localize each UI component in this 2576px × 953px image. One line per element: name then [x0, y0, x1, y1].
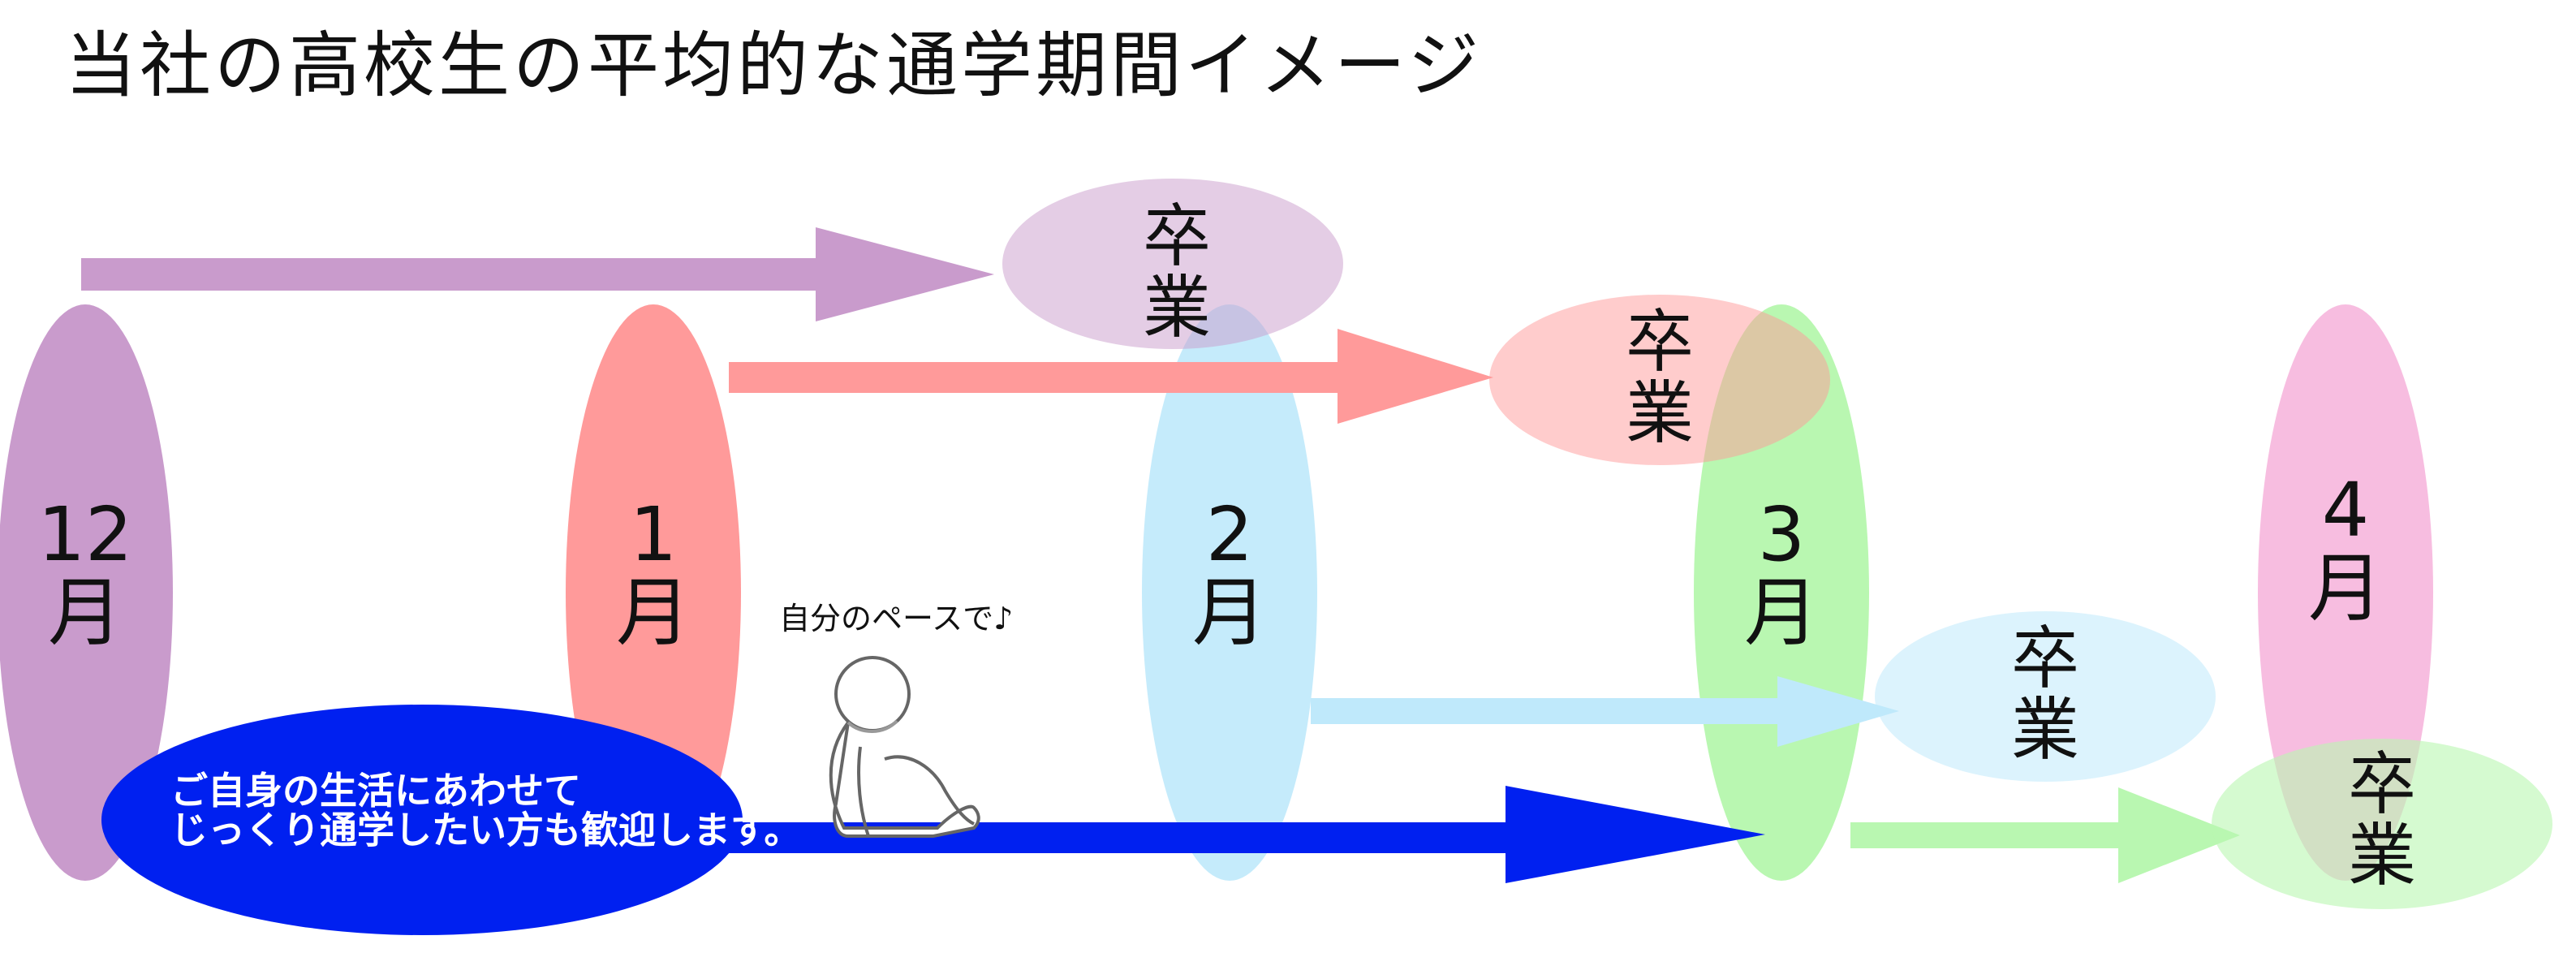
arrow-dec-to-feb [81, 227, 994, 321]
arrow-feb-to-apr-blue [1311, 676, 1899, 747]
welcome-bubble [101, 705, 743, 935]
graduation-label-4: 卒業 [2348, 744, 2416, 895]
month-ellipse-apr [2258, 304, 2433, 881]
month-ellipse-feb [1142, 304, 1317, 881]
sitting-person-icon [829, 656, 980, 838]
welcome-text: ご自身の生活にあわせてじっくり通学したい方も歓迎します。 [170, 769, 801, 852]
graduation-label-2: 卒業 [1626, 302, 1694, 453]
graduation-label-1: 卒業 [1143, 196, 1211, 347]
arrow-mar-to-apr-green [1850, 787, 2240, 883]
graduation-ellipse-apr [2212, 739, 2552, 909]
graduation-ellipse-feb [1002, 179, 1343, 349]
arrow-own-pace [698, 786, 1765, 883]
own-pace-label: 自分のペースで♪ [779, 601, 1013, 636]
graduation-ellipse-mar [1489, 295, 1830, 465]
month-ellipse-dec [0, 304, 173, 881]
graduation-ellipse-mar-light [1875, 611, 2216, 782]
arrow-jan-to-mar [729, 329, 1493, 424]
diagram-title: 当社の高校生の平均的な通学期間イメージ [65, 24, 1483, 107]
graduation-label-3: 卒業 [2011, 619, 2079, 770]
